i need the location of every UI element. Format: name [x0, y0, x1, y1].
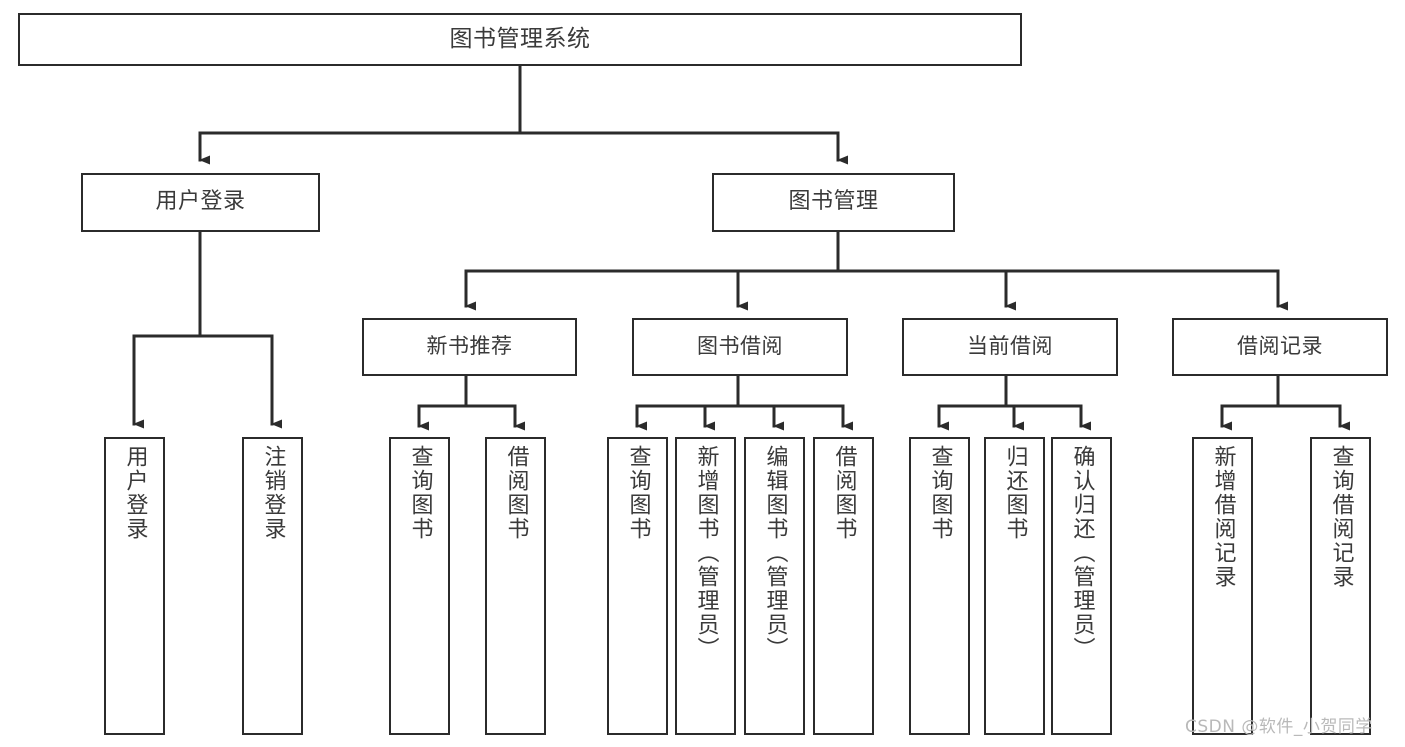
node-label: 新增图书（管理员）: [693, 445, 719, 661]
node-label: 用户登录: [155, 189, 246, 215]
node-label: 注销登录: [260, 445, 286, 541]
leaf-new-book-borrow-book[interactable]: 借阅图书: [485, 437, 546, 735]
node-borrow-record[interactable]: 借阅记录: [1172, 318, 1388, 376]
leaf-current-borrow-confirm-return-admin[interactable]: 确认归还（管理员）: [1051, 437, 1112, 735]
node-label: 图书借阅: [697, 334, 783, 359]
node-label: 编辑图书（管理员）: [762, 445, 788, 661]
node-new-book-recommend[interactable]: 新书推荐: [362, 318, 577, 376]
node-label: 图书管理系统: [449, 25, 591, 52]
node-label: 查询图书: [407, 445, 433, 541]
node-root-book-management-system[interactable]: 图书管理系统: [18, 13, 1022, 66]
leaf-borrow-record-add-record[interactable]: 新增借阅记录: [1192, 437, 1253, 735]
node-label: 借阅图书: [831, 445, 857, 541]
node-label: 当前借阅: [967, 334, 1053, 359]
leaf-book-borrow-edit-book-admin[interactable]: 编辑图书（管理员）: [744, 437, 805, 735]
node-label: 借阅图书: [503, 445, 529, 541]
node-label: 归还图书: [1002, 445, 1028, 541]
leaf-book-borrow-query-book[interactable]: 查询图书: [607, 437, 668, 735]
leaf-user-login-login[interactable]: 用户登录: [104, 437, 165, 735]
leaf-current-borrow-query-book[interactable]: 查询图书: [909, 437, 970, 735]
node-current-borrow[interactable]: 当前借阅: [902, 318, 1118, 376]
node-label: 新书推荐: [426, 334, 513, 359]
node-book-management[interactable]: 图书管理: [712, 173, 955, 232]
node-user-login[interactable]: 用户登录: [81, 173, 320, 232]
node-label: 图书管理: [788, 189, 879, 215]
node-book-borrow[interactable]: 图书借阅: [632, 318, 848, 376]
node-label: 用户登录: [122, 445, 148, 541]
node-label: 确认归还（管理员）: [1069, 445, 1095, 661]
leaf-current-borrow-return-book[interactable]: 归还图书: [984, 437, 1045, 735]
node-label: 查询图书: [927, 445, 953, 541]
leaf-book-borrow-borrow-book[interactable]: 借阅图书: [813, 437, 874, 735]
leaf-borrow-record-query-record[interactable]: 查询借阅记录: [1310, 437, 1371, 735]
node-label: 查询借阅记录: [1328, 445, 1354, 589]
leaf-user-login-logout[interactable]: 注销登录: [242, 437, 303, 735]
node-label: 借阅记录: [1237, 334, 1323, 359]
node-label: 查询图书: [625, 445, 651, 541]
node-label: 新增借阅记录: [1210, 445, 1236, 589]
leaf-new-book-query-book[interactable]: 查询图书: [389, 437, 450, 735]
leaf-book-borrow-add-book-admin[interactable]: 新增图书（管理员）: [675, 437, 736, 735]
